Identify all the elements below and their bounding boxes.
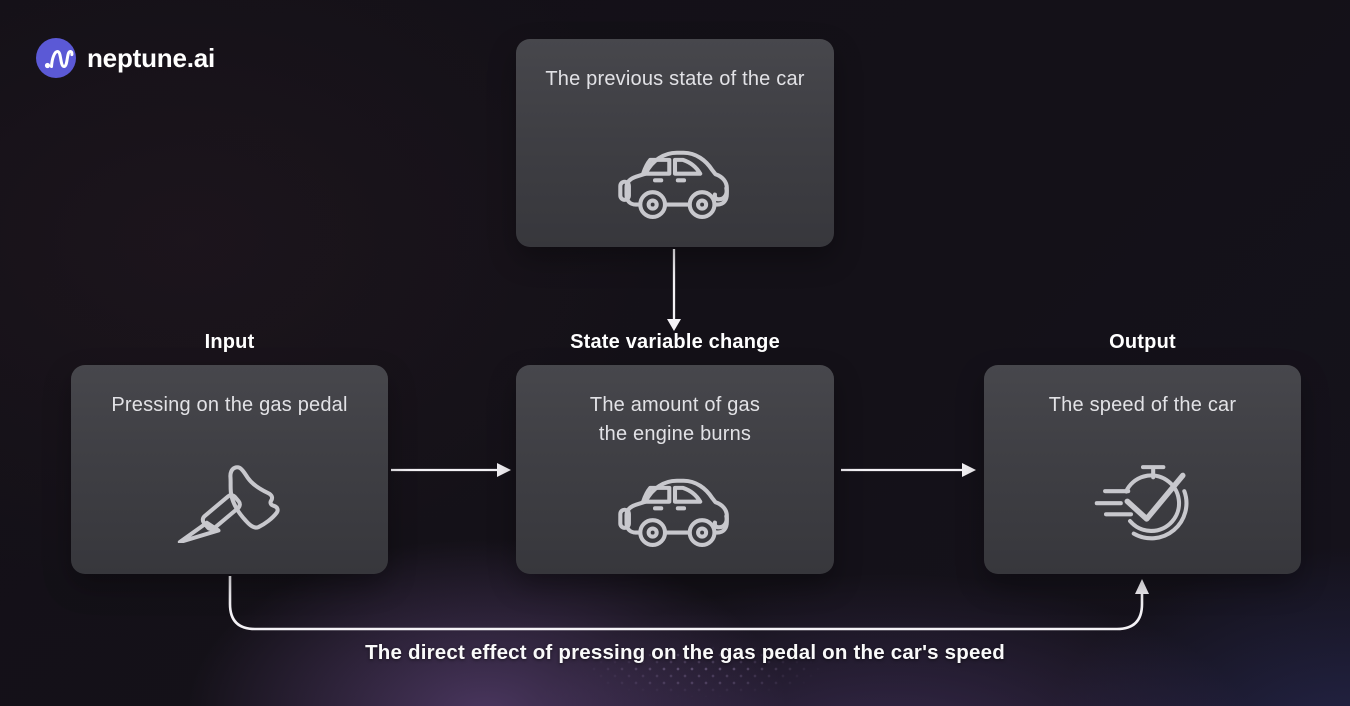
speedometer-icon: [1094, 455, 1192, 544]
label-state-variable-change: State variable change: [570, 331, 780, 353]
node-output: The speed of the car: [984, 365, 1301, 574]
brand-logo: neptune.ai: [36, 38, 215, 78]
arrow-input-to-output-curved: [228, 576, 1149, 631]
dot-pattern: [545, 634, 860, 706]
node-text: The previous state of the car: [545, 68, 805, 90]
arrow-input-to-state-change: [391, 463, 511, 477]
node-text: Pressing on the gas pedal: [111, 394, 348, 416]
node-previous-state: The previous state of the car: [516, 39, 834, 247]
gas-pedal-icon: [174, 462, 286, 545]
neptune-logo-icon: [36, 38, 76, 78]
caption: The direct effect of pressing on the gas…: [365, 641, 1005, 664]
brand-name: neptune.ai: [87, 42, 216, 73]
node-text: The amount of gas the engine burns: [589, 394, 761, 445]
arrow-previous-state-to-state-change: [667, 249, 681, 331]
node-state-variable-change: The amount of gas the engine burns: [516, 365, 834, 574]
label-output: Output: [1109, 331, 1176, 353]
arrow-state-change-to-output: [841, 463, 976, 477]
label-input: Input: [204, 331, 255, 353]
car-icon: [617, 462, 733, 548]
node-input: Pressing on the gas pedal: [71, 365, 388, 574]
node-text: The speed of the car: [1048, 394, 1237, 416]
car-icon: [617, 134, 733, 220]
